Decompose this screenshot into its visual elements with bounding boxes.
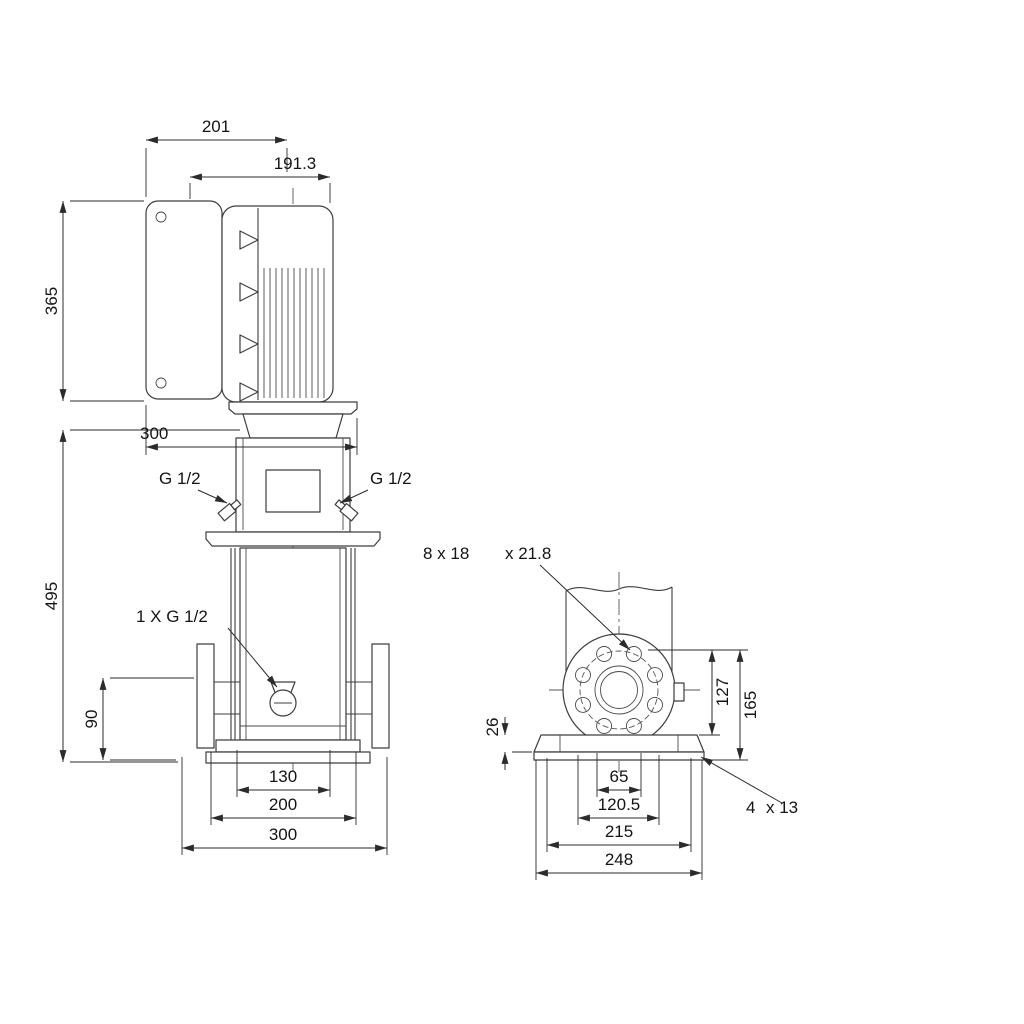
coupling-guard xyxy=(265,469,321,513)
port-right-label: G 1/2 xyxy=(370,469,412,488)
drain-plug xyxy=(269,681,297,717)
bolt-circle xyxy=(579,650,659,730)
drain-label: 1 X G 1/2 xyxy=(136,607,208,626)
dim-200: 200 xyxy=(210,752,357,825)
dim-165: 165 xyxy=(648,649,760,761)
pump-column-front xyxy=(565,586,673,672)
head-flange xyxy=(205,531,381,547)
dim-300-head-label: 300 xyxy=(140,424,168,443)
callout-bolt-holes: 8 x 18 x 21.8 xyxy=(423,544,631,651)
control-box xyxy=(145,200,223,400)
dim-90: 90 xyxy=(82,677,194,761)
base-hole-size-label: x 13 xyxy=(766,798,798,817)
motor-clamps xyxy=(239,230,259,402)
dim-65-label: 65 xyxy=(610,767,629,786)
motor xyxy=(221,205,334,403)
pipe-flange-right xyxy=(346,643,390,749)
dim-215: 215 xyxy=(546,758,692,852)
dim-90-label: 90 xyxy=(82,710,101,729)
dim-65: 65 xyxy=(596,753,642,797)
dim-365: 365 xyxy=(42,200,144,402)
callout-base-holes: 4 x 13 xyxy=(700,756,798,817)
dim-120-5-label: 120.5 xyxy=(598,795,641,814)
dim-191-3: 191.3 xyxy=(189,154,331,203)
dim-495: 495 xyxy=(42,429,240,763)
dim-191-3-label: 191.3 xyxy=(274,154,317,173)
base-front xyxy=(533,734,705,761)
dim-495-label: 495 xyxy=(42,582,61,610)
dim-127-label: 127 xyxy=(713,678,732,706)
dim-365-label: 365 xyxy=(42,287,61,315)
dim-200-label: 200 xyxy=(269,795,297,814)
motor-stool xyxy=(228,401,358,439)
dim-130-label: 130 xyxy=(269,767,297,786)
pipe-flange-left xyxy=(196,643,240,749)
port-left-label: G 1/2 xyxy=(159,469,201,488)
dim-26: 26 xyxy=(483,717,532,770)
front-view: 8 x 18 x 21.8 26 127 165 65 xyxy=(423,544,798,880)
callout-port-left: G 1/2 xyxy=(159,469,228,504)
dim-300-base-label: 300 xyxy=(269,825,297,844)
dim-130: 130 xyxy=(236,750,331,797)
bolt-holes xyxy=(575,646,663,734)
dim-248: 248 xyxy=(535,760,703,880)
dim-300-base: 300 xyxy=(181,757,388,855)
bolt-depth-label: x 21.8 xyxy=(505,544,551,563)
flange-front xyxy=(562,633,685,747)
base-side xyxy=(205,739,371,764)
dim-165-label: 165 xyxy=(741,691,760,719)
dim-201: 201 xyxy=(145,117,288,197)
side-view: 201 191.3 365 300 495 xyxy=(42,117,412,855)
callout-drain: 1 X G 1/2 xyxy=(136,607,278,688)
dim-201-label: 201 xyxy=(202,117,230,136)
dim-26-label: 26 xyxy=(483,718,502,737)
dim-248-label: 248 xyxy=(605,850,633,869)
base-hole-count-label: 4 xyxy=(746,798,755,817)
dim-120-5: 120.5 xyxy=(577,755,660,825)
pump-head xyxy=(205,437,381,547)
dim-215-label: 215 xyxy=(605,822,633,841)
port-plug-left xyxy=(217,499,242,522)
sensor-boss xyxy=(673,682,685,702)
dim-300-head: 300 xyxy=(140,405,358,455)
callout-port-right: G 1/2 xyxy=(339,469,412,504)
bolt-holes-label: 8 x 18 xyxy=(423,544,469,563)
